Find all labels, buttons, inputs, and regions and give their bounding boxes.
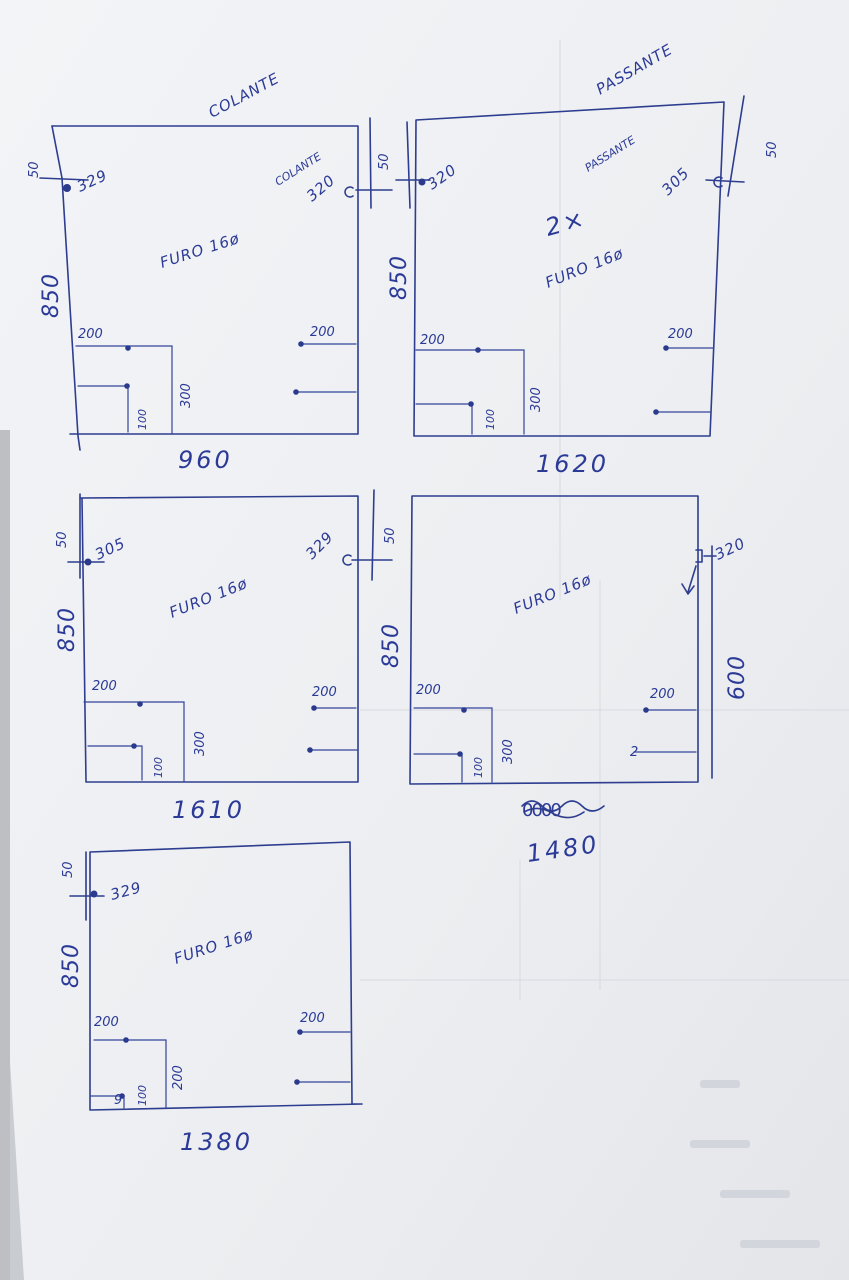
width-label: 1610 (172, 796, 245, 824)
hole-distance-label: 200 (310, 325, 335, 340)
width-label: 960 (178, 446, 233, 474)
show-through-writing (690, 1080, 820, 1248)
hole-mark (468, 401, 474, 407)
hole-distance-label: 200 (312, 685, 337, 700)
edge-tick-right (351, 489, 393, 581)
height-label: 850 (59, 943, 84, 988)
table-edge (0, 430, 10, 1280)
edge-offset-label: 50 (383, 527, 398, 544)
hole-mark (297, 1029, 303, 1035)
hole-distance-label: 300 (501, 739, 516, 764)
hole-distance-label: 2 (630, 745, 638, 760)
edge-tick-right (355, 117, 393, 209)
edge-tick-left (69, 851, 105, 921)
hole-distance-label: 200 (78, 327, 103, 342)
hole-distance-label: 200 (420, 333, 445, 348)
panel-outline (79, 495, 359, 783)
height-label: 850 (55, 607, 80, 652)
hole-mark (293, 389, 299, 395)
hole-mark (124, 383, 130, 389)
hole-distance-label: 100 (484, 409, 497, 430)
hole-distance-label: 300 (529, 387, 544, 412)
hole-distance-label: 9 (114, 1093, 122, 1108)
hole-distance-label: 300 (193, 731, 208, 756)
height-label: 850 (387, 255, 412, 300)
hole-mark (90, 890, 98, 898)
edge-offset-label: 50 (765, 141, 780, 158)
hole-distance-label: 100 (152, 757, 165, 778)
hole-distance-label: 300 (179, 383, 194, 408)
hole-distance-label: 200 (650, 687, 675, 702)
edge-offset-label: 50 (27, 161, 42, 178)
hole-distance-label: 100 (472, 757, 485, 778)
hole-mark (125, 345, 131, 351)
edge-offset-label: 50 (55, 531, 70, 548)
hole-mark (311, 705, 317, 711)
hole-distance-label: 200 (94, 1015, 119, 1030)
hole-mark (643, 707, 649, 713)
hinge-mark (344, 186, 354, 198)
hinge-mark (695, 549, 717, 563)
hole-mark (298, 341, 304, 347)
hole-distance-label: 100 (136, 1085, 149, 1106)
width-label: 1380 (180, 1128, 253, 1156)
edge-tick-right (705, 95, 745, 197)
width-label: 1620 (536, 450, 609, 478)
edge-tick-left (39, 177, 89, 181)
hole-mark (457, 751, 463, 757)
hole-mark (653, 409, 659, 415)
hinge-mark (713, 176, 723, 188)
hole-distance-label: 100 (136, 409, 149, 430)
height-label: 850 (39, 273, 64, 318)
height-label: 850 (379, 623, 404, 668)
hole-mark (475, 347, 481, 353)
paper-show-through (360, 40, 849, 1000)
panel-outline (89, 841, 363, 1111)
edge-offset-label: 50 (377, 153, 392, 170)
scribble-strike (521, 800, 605, 819)
panel-outline (51, 125, 359, 435)
hole-mark (461, 707, 467, 713)
hole-mark (294, 1079, 300, 1085)
hole-mark (137, 701, 143, 707)
hole-distance-label: 200 (300, 1011, 325, 1026)
hole-mark (84, 558, 92, 566)
hole-mark (63, 184, 71, 192)
hole-mark (307, 747, 313, 753)
panel-4: 320 FURO 16ø 850 600 200 100 300 200 2 0… (379, 495, 750, 868)
edge-offset-label: 50 (61, 861, 76, 878)
arrow-icon (681, 565, 697, 595)
panel-left-edge (51, 125, 81, 451)
side-height-label: 600 (725, 655, 750, 700)
struck-width-label: 0000 (522, 800, 561, 821)
hole-distance-label: 200 (92, 679, 117, 694)
hole-mark (663, 345, 669, 351)
hole-mark (131, 743, 137, 749)
panel-outline (409, 495, 699, 785)
hole-distance-label: 200 (416, 683, 441, 698)
hole-mark (119, 1093, 125, 1099)
hole-distance-label: 200 (171, 1065, 186, 1090)
hinge-guide-lines (83, 701, 359, 783)
panel-outline (413, 101, 725, 437)
hole-mark (418, 178, 426, 186)
hole-distance-label: 200 (668, 327, 693, 342)
hole-mark (123, 1037, 129, 1043)
hinge-mark (342, 554, 352, 566)
